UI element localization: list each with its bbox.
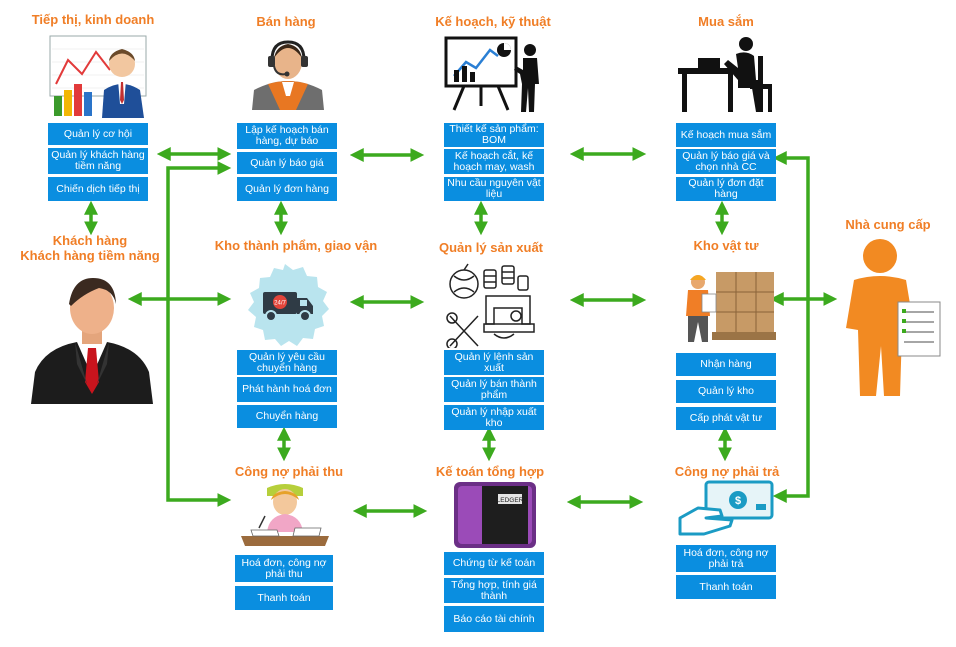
box-sales-orders[interactable]: Quản lý đơn hàng	[237, 177, 337, 201]
title-production: Quản lý sản xuất	[438, 240, 544, 255]
box-planning-cut-sew[interactable]: Kế hoạch cắt, kế hoạch may, wash	[444, 149, 544, 174]
supplier-person-icon	[846, 239, 941, 396]
box-purchasing-plan[interactable]: Kế hoạch mua sắm	[676, 123, 776, 147]
box-planning-mrp[interactable]: Nhu cầu nguyên vật liệu	[444, 177, 544, 201]
box-marketing-campaigns[interactable]: Chiến dịch tiếp thị	[48, 177, 148, 201]
box-sales-plan[interactable]: Lập kế hoạch bán hàng, dự báo	[237, 123, 337, 149]
title-planning: Kế hoạch, kỹ thuật	[435, 14, 551, 29]
arrow-supplier-purchasing	[772, 151, 810, 299]
box-acc-reports[interactable]: Báo cáo tài chính	[444, 606, 544, 632]
hand-money-icon: $	[678, 480, 774, 536]
box-fg-invoicing[interactable]: Phát hành hoá đơn	[237, 377, 337, 402]
chart-presenter-icon	[49, 35, 147, 118]
box-mw-issue[interactable]: Cấp phát vật tư	[676, 407, 776, 430]
delivery-truck-icon: 24/7	[248, 264, 329, 346]
title-finished-goods: Kho thành phẩm, giao vận	[214, 238, 378, 253]
box-marketing-prospects[interactable]: Quản lý khách hàng tiềm năng	[48, 148, 148, 174]
svg-text:$: $	[735, 495, 741, 507]
title-supplier: Nhà cung cấp	[845, 217, 931, 232]
presentation-board-icon	[444, 36, 539, 112]
arrow-customer-receivables	[166, 300, 232, 507]
ledger-book-icon: LEDGER	[454, 482, 536, 548]
box-sales-quotes[interactable]: Quản lý báo giá	[237, 152, 337, 174]
box-fg-shipping[interactable]: Chuyển hàng	[237, 405, 337, 428]
arrow-supplier-payables	[772, 299, 810, 503]
box-ar-invoices[interactable]: Hoá đơn, công nợ phải thu	[235, 555, 333, 582]
woman-writing-icon	[241, 484, 329, 546]
box-mw-inventory[interactable]: Quản lý kho	[676, 380, 776, 403]
box-ap-invoices[interactable]: Hoá đơn, công nợ phải trả	[676, 545, 776, 572]
person-at-desk-icon	[678, 37, 772, 112]
title-marketing: Tiếp thị, kinh doanh	[31, 12, 155, 27]
box-acc-costing[interactable]: Tổng hợp, tính giá thành	[444, 578, 544, 603]
box-ap-payments[interactable]: Thanh toán	[676, 575, 776, 599]
title-sales: Bán hàng	[256, 14, 316, 29]
sewing-tools-icon	[446, 263, 535, 348]
box-marketing-opportunities[interactable]: Quản lý cơ hội	[48, 123, 148, 145]
box-prod-stock-moves[interactable]: Quản lý nhập xuất kho	[444, 405, 544, 430]
box-acc-vouchers[interactable]: Chứng từ kế toán	[444, 552, 544, 575]
title-customer-1: Khách hàng	[52, 233, 128, 248]
arrow-customer-sales	[166, 161, 232, 300]
title-customer-2: Khách hàng tiềm năng	[20, 248, 160, 263]
title-purchasing: Mua sắm	[698, 14, 754, 29]
box-ar-payments[interactable]: Thanh toán	[235, 586, 333, 610]
box-fg-transfer-requests[interactable]: Quản lý yêu cầu chuyển hàng	[237, 350, 337, 375]
truck-badge-text: 24/7	[274, 301, 286, 307]
warehouse-worker-icon	[686, 272, 776, 342]
box-prod-orders[interactable]: Quản lý lệnh sản xuất	[444, 350, 544, 375]
box-purchasing-orders[interactable]: Quản lý đơn đặt hàng	[676, 177, 776, 201]
title-materials-wh: Kho vật tư	[693, 238, 759, 253]
title-receivables: Công nợ phải thu	[234, 464, 344, 479]
box-purchasing-quotes[interactable]: Quản lý báo giá và chọn nhà CC	[676, 149, 776, 174]
businessman-icon	[31, 278, 153, 404]
title-payables: Công nợ phải trả	[674, 464, 780, 479]
title-accounting: Kế toán tổng hợp	[435, 464, 545, 479]
box-planning-bom[interactable]: Thiết kế sản phẩm: BOM	[444, 123, 544, 147]
box-prod-wip[interactable]: Quản lý bán thành phẩm	[444, 377, 544, 402]
call-center-agent-icon	[252, 40, 324, 110]
ledger-label: LEDGER	[497, 497, 524, 504]
box-mw-receiving[interactable]: Nhận hàng	[676, 353, 776, 376]
